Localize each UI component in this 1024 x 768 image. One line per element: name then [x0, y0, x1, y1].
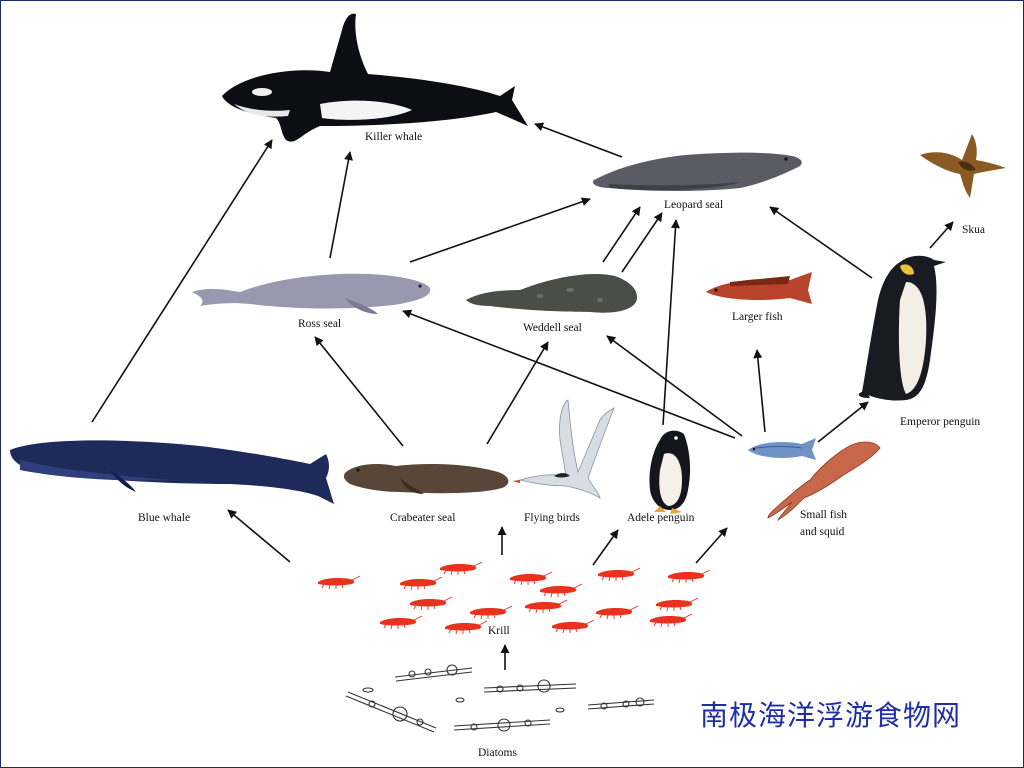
- arrow-ross-seal-to-leopard-seal: [409, 197, 591, 263]
- diatom-chain-2: [483, 679, 577, 693]
- arrow-ross-seal-to-killer-whale: [329, 151, 353, 259]
- krill-shrimp: [598, 567, 641, 582]
- diatom-chain-3: [587, 697, 655, 710]
- krill-shrimp: [400, 576, 443, 591]
- diatom-chain-4: [345, 691, 437, 733]
- label-krill: Krill: [488, 625, 510, 637]
- krill-shrimp: [525, 599, 568, 614]
- krill-shrimp: [380, 615, 423, 630]
- skua-illustration: [920, 134, 1006, 198]
- krill-shrimp: [540, 583, 583, 598]
- label-flying-birds: Flying birds: [524, 512, 580, 524]
- squid-illustration: [767, 441, 881, 522]
- label-diatoms: Diatoms: [478, 747, 517, 759]
- emperor-penguin-illustration: [858, 255, 946, 401]
- krill-shrimp: [445, 620, 488, 635]
- krill-swarm-illustration: [318, 561, 711, 635]
- krill-shrimp: [656, 597, 699, 612]
- krill-shrimp: [668, 569, 711, 584]
- arrow-weddell-seal-to-leopard-seal-2: [621, 212, 663, 273]
- killer-whale-illustration: [222, 13, 528, 142]
- krill-shrimp: [650, 613, 693, 628]
- crabeater-seal-illustration: [343, 464, 509, 494]
- leopard-seal-illustration: [592, 152, 802, 191]
- label-emperor-penguin: Emperor penguin: [900, 416, 980, 428]
- chinese-caption: 南极海洋浮游食物网: [700, 699, 962, 732]
- blue-whale-illustration: [10, 440, 334, 504]
- krill-shrimp: [410, 596, 453, 611]
- arrow-krill-to-blue-whale: [227, 509, 291, 563]
- arrow-leopard-seal-to-killer-whale: [534, 122, 623, 158]
- arrow-small-fish-to-weddell-seal: [606, 335, 743, 437]
- arrow-crabeater-seal-to-ross-seal: [314, 336, 404, 447]
- label-larger-fish: Larger fish: [732, 311, 783, 323]
- krill-shrimp: [440, 561, 483, 576]
- arrow-emperor-penguin-to-skua: [929, 221, 954, 249]
- label-killer-whale: Killer whale: [365, 131, 422, 143]
- krill-shrimp: [470, 605, 513, 620]
- arrow-emperor-penguin-to-leopard-seal: [769, 206, 873, 279]
- diatoms-illustration: [345, 664, 655, 733]
- arrow-adele-penguin-to-leopard-seal: [662, 219, 680, 426]
- label-blue-whale: Blue whale: [138, 512, 190, 524]
- arrow-krill-to-adele-penguin: [695, 527, 728, 564]
- arrow-weddell-seal-to-leopard-seal-1: [602, 206, 641, 263]
- flying-birds-illustration: [512, 399, 615, 499]
- arrow-krill-to-flying-birds: [592, 529, 619, 566]
- krill-shrimp: [596, 605, 639, 620]
- ross-seal-illustration: [192, 273, 431, 314]
- label-weddell-seal: Weddell seal: [523, 322, 582, 334]
- diatom-chain-1: [394, 664, 473, 682]
- feeding-arrows: [91, 122, 954, 670]
- label-small-fish-line2: and squid: [800, 526, 845, 538]
- adele-penguin-illustration: [649, 430, 691, 514]
- weddell-seal-illustration: [466, 273, 638, 313]
- arrow-small-fish-to-emperor-penguin: [817, 401, 869, 443]
- small-fish-illustration: [748, 438, 816, 460]
- arrow-small-fish-to-ross-seal: [402, 309, 736, 439]
- larger-fish-illustration: [706, 272, 812, 304]
- arrow-small-fish-to-larger-fish: [753, 349, 766, 433]
- label-small-fish-line1: Small fish: [800, 509, 847, 521]
- diatom-chain-5: [453, 718, 551, 732]
- label-adele-penguin: Adele penguin: [627, 512, 695, 524]
- krill-shrimp: [510, 571, 553, 586]
- label-skua: Skua: [962, 224, 985, 236]
- arrow-blue-whale-to-killer-whale: [91, 139, 273, 423]
- label-leopard-seal: Leopard seal: [664, 199, 723, 211]
- label-ross-seal: Ross seal: [298, 318, 341, 330]
- krill-shrimp: [318, 575, 361, 590]
- label-crabeater-seal: Crabeater seal: [390, 512, 455, 524]
- krill-shrimp: [552, 619, 595, 634]
- arrow-crabeater-seal-to-weddell-seal: [486, 341, 549, 445]
